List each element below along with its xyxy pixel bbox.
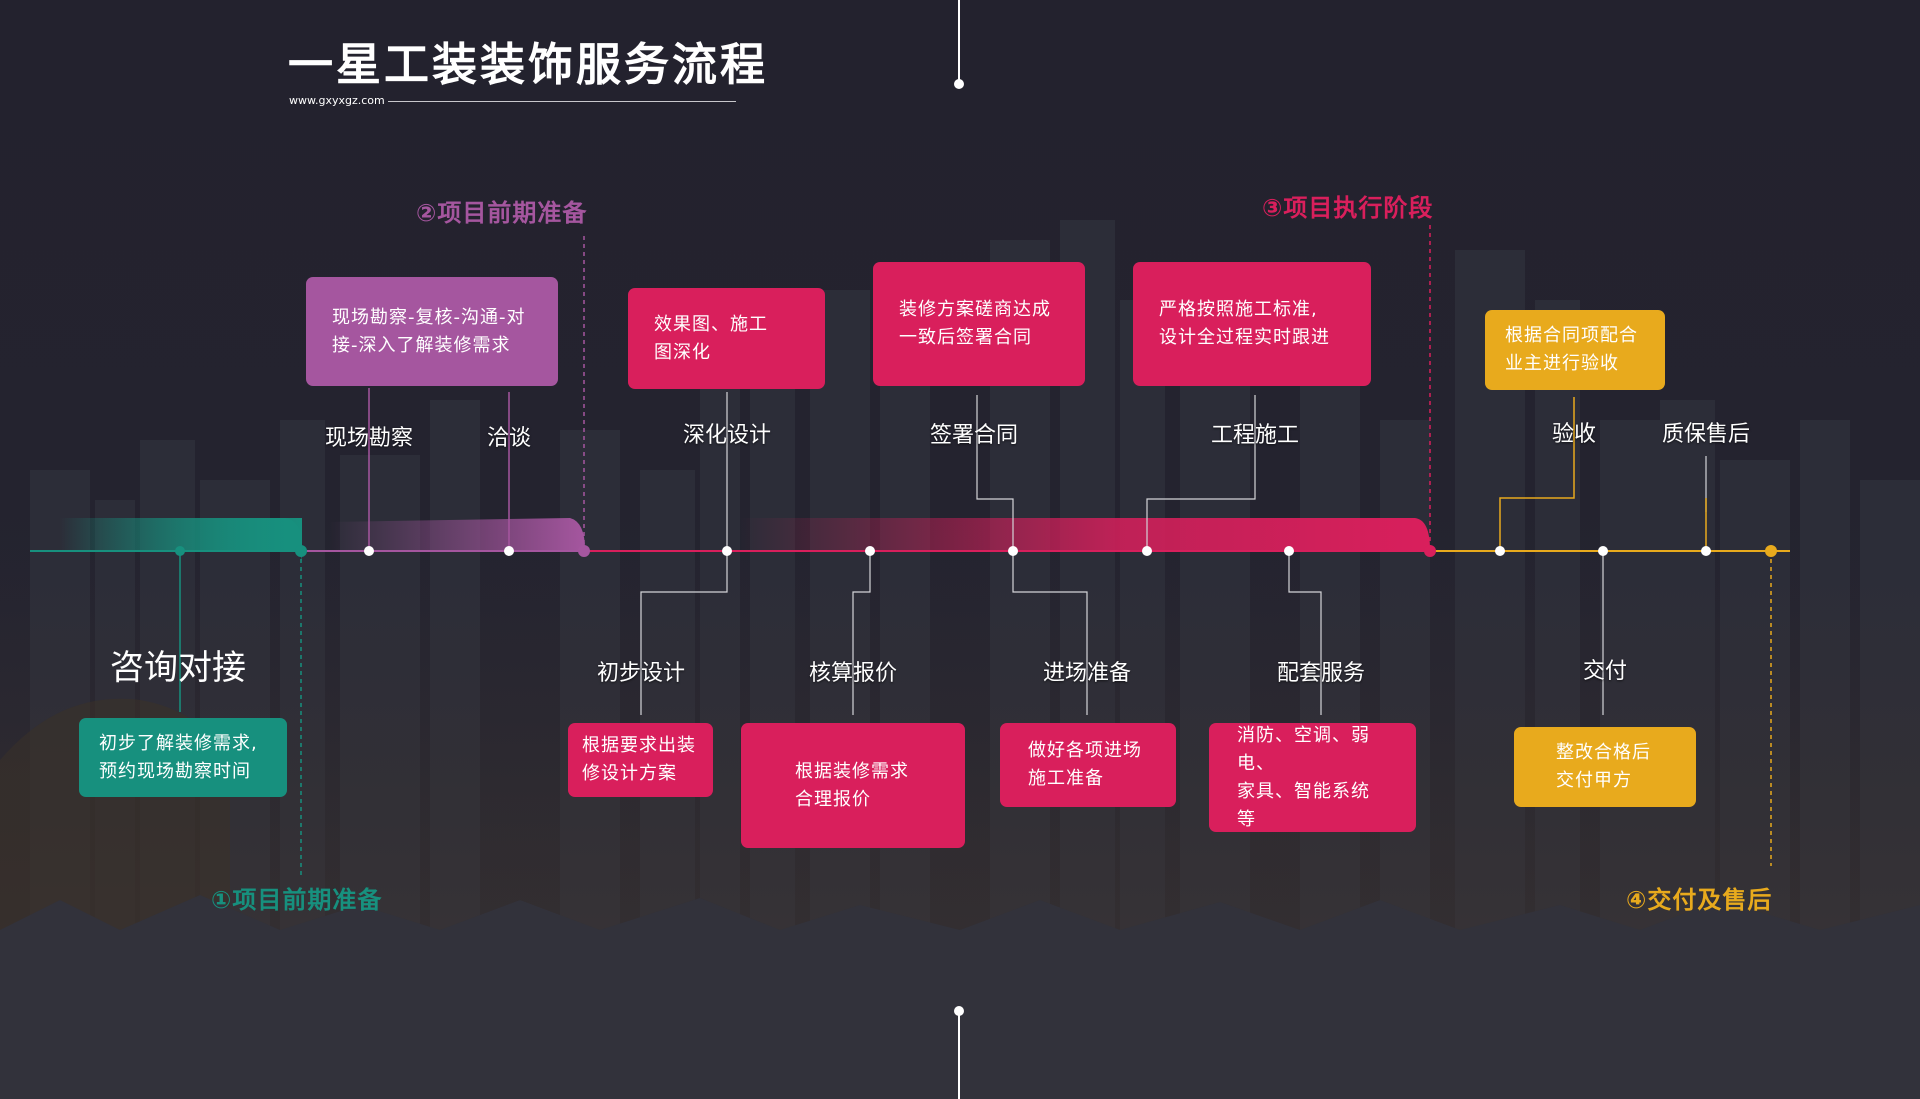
phase-label-2: ②项目前期准备: [416, 199, 588, 227]
step-label-construct: 工程施工: [1210, 423, 1300, 448]
phase3-bar: [740, 518, 1430, 550]
box-prep: 做好各项进场施工准备: [1000, 723, 1176, 807]
box-support: 消防、空调、弱电、家具、智能系统等: [1209, 723, 1416, 832]
page-title: 一星工装装饰服务流程: [288, 38, 769, 91]
step-label-prep: 进场准备: [1042, 661, 1132, 686]
step-label-accept: 验收: [1551, 422, 1597, 447]
phase2-bar: [330, 518, 585, 550]
box-accept: 根据合同项配合业主进行验收: [1485, 310, 1665, 390]
box-deliver: 整改合格后交付甲方: [1514, 727, 1696, 807]
step-label-negotiate: 洽谈: [486, 426, 532, 451]
step-label-deliver: 交付: [1582, 659, 1628, 684]
step-label-initial-design: 初步设计: [596, 661, 686, 686]
step-label-quote: 核算报价: [808, 661, 898, 686]
box-quote: 根据装修需求合理报价: [741, 723, 965, 848]
box-survey: 现场勘察-复核-沟通-对接-深入了解装修需求: [306, 277, 558, 386]
box-contract: 装修方案磋商达成一致后签署合同: [873, 262, 1085, 386]
phase-label-4: ④交付及售后: [1626, 886, 1773, 914]
box-initial-design: 根据要求出装修设计方案: [568, 723, 713, 797]
phase-label-3: ③项目执行阶段: [1262, 194, 1434, 222]
title-underline: [388, 101, 736, 102]
box-consult: 初步了解装修需求,预约现场勘察时间: [79, 718, 287, 797]
step-label-contract: 签署合同: [929, 423, 1019, 448]
step-label-survey: 现场勘察: [324, 426, 414, 451]
phase-label-1: ①项目前期准备: [211, 886, 383, 914]
step-label-warranty: 质保售后: [1661, 422, 1751, 447]
step-label-support: 配套服务: [1276, 661, 1366, 686]
box-construct: 严格按照施工标准,设计全过程实时跟进: [1133, 262, 1371, 386]
step-label-consult: 咨询对接: [110, 648, 246, 688]
box-deepen: 效果图、施工图深化: [628, 288, 825, 389]
website-url: www.gxyxgz.com: [289, 94, 385, 107]
step-label-deepen: 深化设计: [682, 423, 772, 448]
